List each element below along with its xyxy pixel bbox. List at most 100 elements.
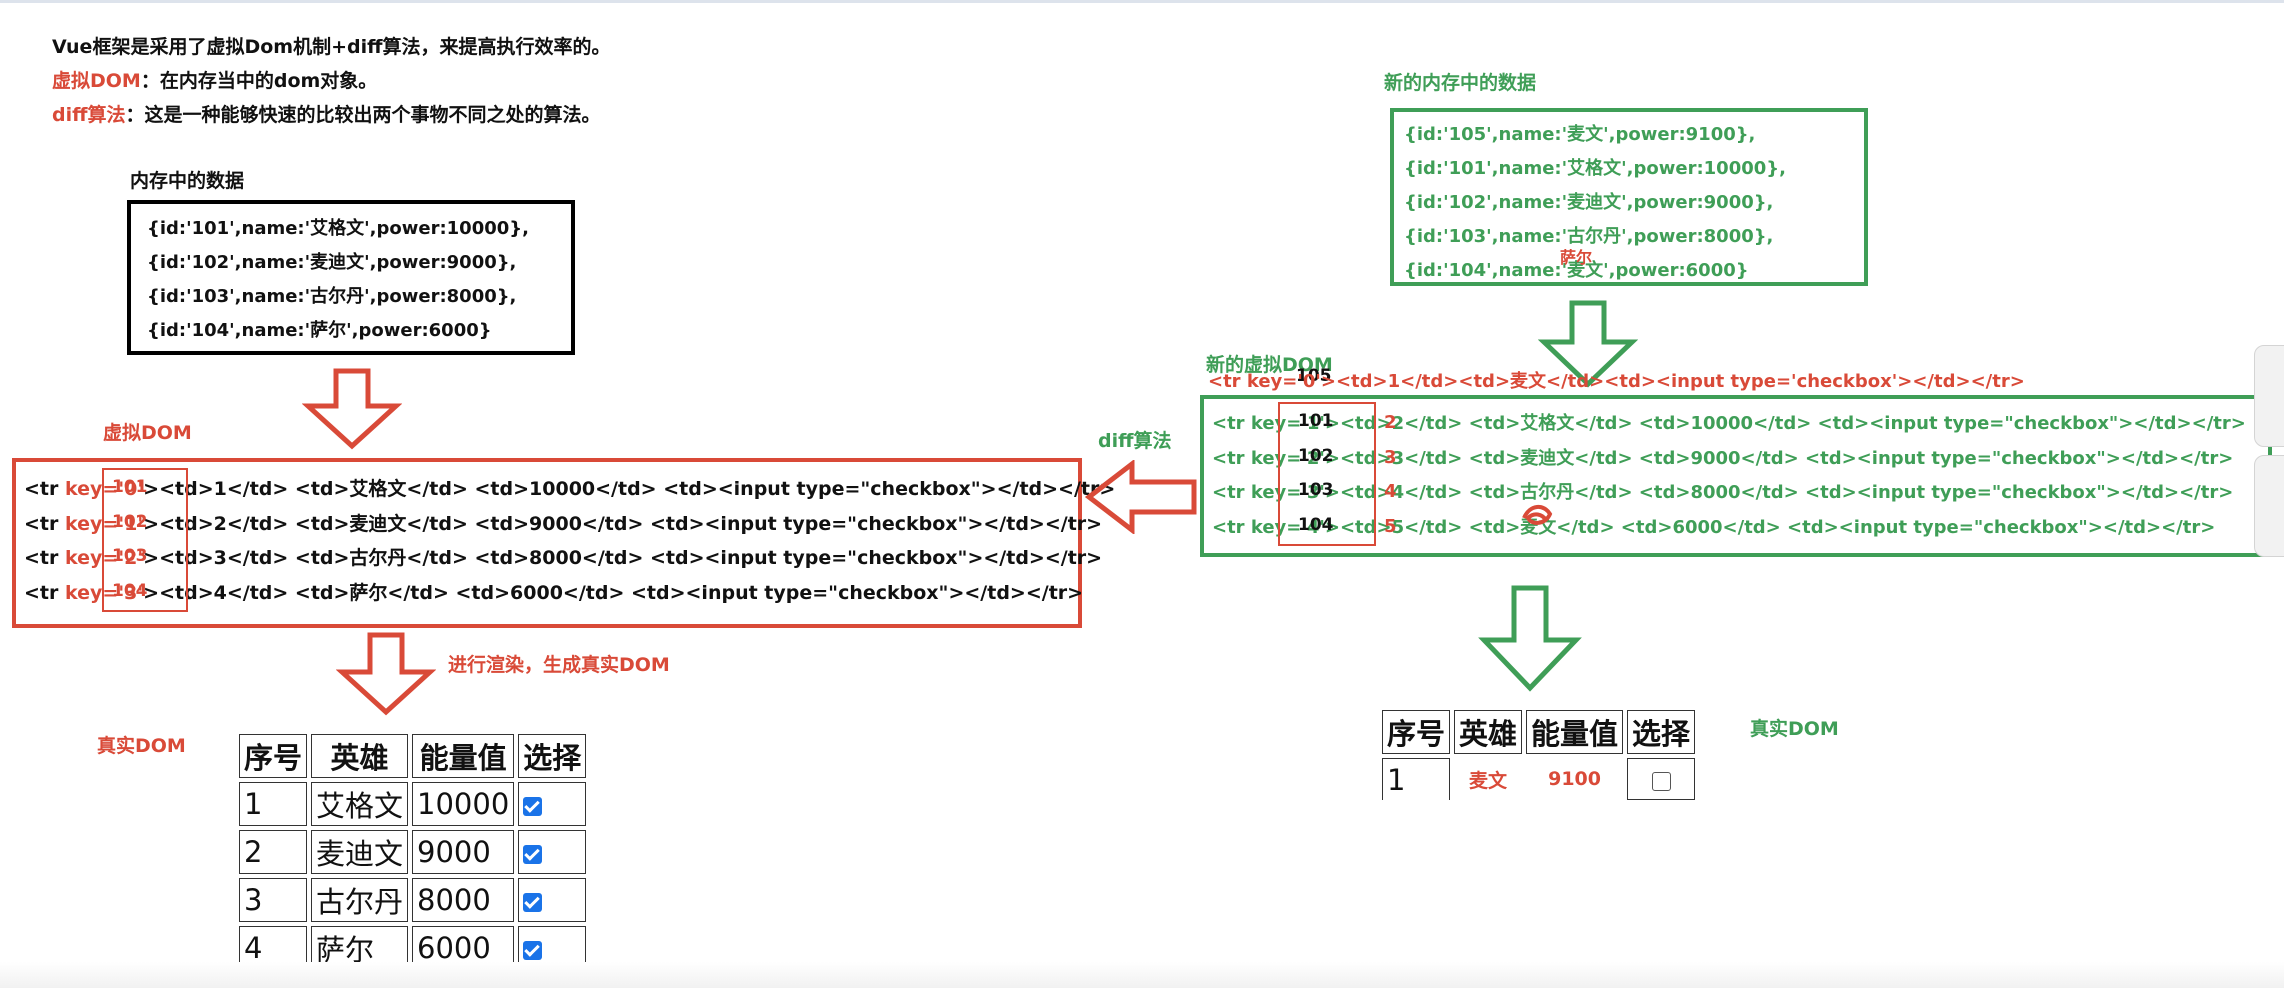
- cell-select[interactable]: [518, 878, 587, 922]
- handwritten-note: 萨尔: [1560, 248, 1593, 267]
- vdom-key: key='2': [65, 547, 144, 569]
- checkbox-checked[interactable]: [523, 844, 543, 864]
- real-dom-table: 序号 英雄 能量值 选择 1 艾格文 10000 2 麦迪文 9000 3 古尔…: [235, 730, 590, 974]
- memory-row: {id:'102',name:'麦迪文',power:9000},: [147, 252, 517, 273]
- vdom-key: key='1': [65, 512, 144, 535]
- new-real-dom-table: 序号 英雄 能量值 选择 1 麦文 9100: [1378, 706, 1699, 804]
- header-cell: 英雄: [311, 734, 409, 778]
- table-row: 2 麦迪文 9000: [239, 830, 587, 874]
- index-overlay: 4: [1384, 481, 1397, 502]
- cell-power: 6000: [412, 926, 515, 970]
- header-cell: 选择: [518, 734, 587, 778]
- scribble-mark: [1522, 505, 1553, 525]
- table-header-row: 序号 英雄 能量值 选择: [239, 734, 587, 778]
- bottom-border: [0, 962, 2284, 988]
- id-overlay: 102: [1298, 445, 1334, 466]
- header-cell: 英雄: [1454, 710, 1523, 754]
- id-overlay: 104: [1298, 514, 1334, 535]
- vdom-row: <tr key='2'><td>3</td> <td>古尔丹</td> <td>…: [24, 547, 1103, 569]
- vdom-label: 虚拟DOM: [103, 422, 192, 444]
- new-vdom-first-row: <tr key='0'><td>1</td><td>麦文</td><td><in…: [1208, 371, 2025, 392]
- vdom-row: <tr key='1'><td>2</td> <td>麦迪文</td> <td>…: [24, 512, 1103, 535]
- new-vdom-id-overlays: 101 102 103 104: [1298, 404, 1334, 542]
- new-vdom-label: 新的虚拟DOM: [1206, 354, 1333, 376]
- new-memory-label: 新的内存中的数据: [1384, 72, 1537, 94]
- cell-name: 艾格文: [311, 782, 409, 826]
- new-vdom-index-overlays: 2 3 4 5: [1384, 406, 1397, 544]
- new-memory-row: {id:'104',name:'麦文',power:6000}: [1404, 260, 1749, 281]
- checkbox-checked[interactable]: [523, 796, 543, 816]
- cell-num: 3: [239, 878, 308, 922]
- cell-num: 1: [239, 782, 308, 826]
- cell-num: 1: [1382, 758, 1451, 800]
- cell-select[interactable]: [518, 782, 587, 826]
- new-vdom-row: <tr key='1'><td>2</td> <td>艾格文</td> <td>…: [1212, 413, 2246, 434]
- id-overlay: 102: [112, 511, 148, 532]
- left-arrow-diff: [1084, 460, 1197, 534]
- table-row: 1 艾格文 10000: [239, 782, 587, 826]
- down-arrow-to-new-vdom: [1538, 300, 1638, 388]
- new-vdom-id-highlight: [1278, 402, 1376, 546]
- memory-row: {id:'103',name:'古尔丹',power:8000},: [147, 286, 517, 307]
- intro-text: Vue框架是采用了虚拟Dom机制+diff算法，来提高执行效率的。 虚拟DOM：…: [52, 30, 611, 132]
- diff-label: diff算法: [1098, 430, 1172, 452]
- render-label: 进行渲染，生成真实DOM: [448, 654, 670, 676]
- side-tab-lower[interactable]: [2254, 455, 2284, 557]
- memory-data-box: {id:'101',name:'艾格文',power:10000}, {id:'…: [127, 200, 575, 355]
- checkbox-unchecked[interactable]: [1651, 771, 1671, 791]
- cell-power: 8000: [412, 878, 515, 922]
- header-cell: 选择: [1627, 710, 1696, 754]
- vdom-row: <tr key='3'><td>4</td> <td>萨尔</td> <td>6…: [24, 581, 1084, 604]
- diff-term: diff算法: [52, 104, 126, 126]
- header-cell: 序号: [1382, 710, 1451, 754]
- table-header-row: 序号 英雄 能量值 选择: [1382, 710, 1696, 754]
- cell-name: 麦文: [1469, 769, 1508, 792]
- checkbox-checked[interactable]: [523, 892, 543, 912]
- cell-name: 麦迪文: [311, 830, 409, 874]
- top-border: [0, 0, 2284, 3]
- cell-num: 2: [239, 830, 308, 874]
- down-arrow-to-vdom: [302, 368, 402, 450]
- header-cell: 能量值: [412, 734, 515, 778]
- vdom-id-overlays: 101 102 103 104: [112, 470, 148, 608]
- intro-line-3: diff算法：这是一种能够快速的比较出两个事物不同之处的算法。: [52, 98, 611, 132]
- id-overlay: 103: [112, 546, 148, 566]
- side-tab-upper[interactable]: [2254, 345, 2284, 447]
- vdom-row: <tr key='0'><td>1</td> <td>艾格文</td> <td>…: [24, 478, 1116, 500]
- vdom-key: key='3': [65, 581, 144, 604]
- new-memory-row: {id:'101',name:'艾格文',power:10000},: [1404, 158, 1786, 179]
- vdom-box: <tr key='0'><td>1</td> <td>艾格文</td> <td>…: [12, 458, 1116, 628]
- new-memory-row: {id:'103',name:'古尔丹',power:8000},: [1404, 226, 1774, 247]
- down-arrow-to-new-real-dom: [1478, 585, 1582, 692]
- cell-select[interactable]: [518, 830, 587, 874]
- table-row: 3 古尔丹 8000: [239, 878, 587, 922]
- new-vdom-box: <tr key='1'><td>2</td> <td>艾格文</td> <td>…: [1200, 395, 2272, 557]
- intro-line-1: Vue框架是采用了虚拟Dom机制+diff算法，来提高执行效率的。: [52, 36, 611, 58]
- header-cell: 能量值: [1526, 710, 1624, 754]
- vdom-id-highlight: [102, 468, 188, 612]
- new-vdom-row: <tr key='2'><td>3</td> <td>麦迪文</td> <td>…: [1212, 447, 2234, 469]
- cell-select[interactable]: [1627, 758, 1696, 800]
- header-cell: 序号: [239, 734, 308, 778]
- index-overlay: 3: [1384, 446, 1397, 468]
- new-vdom-row: <tr key='3'><td>4</td> <td>古尔丹</td> <td>…: [1212, 482, 2234, 503]
- id-overlay: 104: [112, 580, 148, 601]
- table-row: 1 麦文 9100: [1382, 758, 1696, 800]
- index-overlay: 5: [1384, 515, 1397, 537]
- new-memory-row: {id:'102',name:'麦迪文',power:9000},: [1404, 192, 1774, 213]
- memory-row: {id:'101',name:'艾格文',power:10000},: [147, 218, 529, 239]
- down-arrow-to-real-dom: [336, 632, 436, 716]
- new-real-dom-label: 真实DOM: [1750, 718, 1839, 740]
- new-memory-box: {id:'105',name:'麦文',power:9100}, {id:'10…: [1390, 108, 1868, 286]
- intro-line-2: 虚拟DOM：在内存当中的dom对象。: [52, 64, 611, 98]
- memory-row: {id:'104',name:'萨尔',power:6000}: [147, 320, 492, 341]
- new-memory-row: {id:'105',name:'麦文',power:9100},: [1404, 124, 1756, 145]
- checkbox-checked[interactable]: [523, 940, 543, 960]
- cell-name: 古尔丹: [311, 878, 409, 922]
- table-row: 4 萨尔 6000: [239, 926, 587, 970]
- real-dom-label: 真实DOM: [97, 735, 186, 757]
- vdom-key: key='0': [65, 478, 144, 500]
- new-vdom-row: <tr key='4'><td>5</td> <td>麦文</td> <td>6…: [1212, 516, 2216, 538]
- index-overlay: 2: [1384, 412, 1397, 433]
- diff-definition: ：这是一种能够快速的比较出两个事物不同之处的算法。: [125, 104, 601, 126]
